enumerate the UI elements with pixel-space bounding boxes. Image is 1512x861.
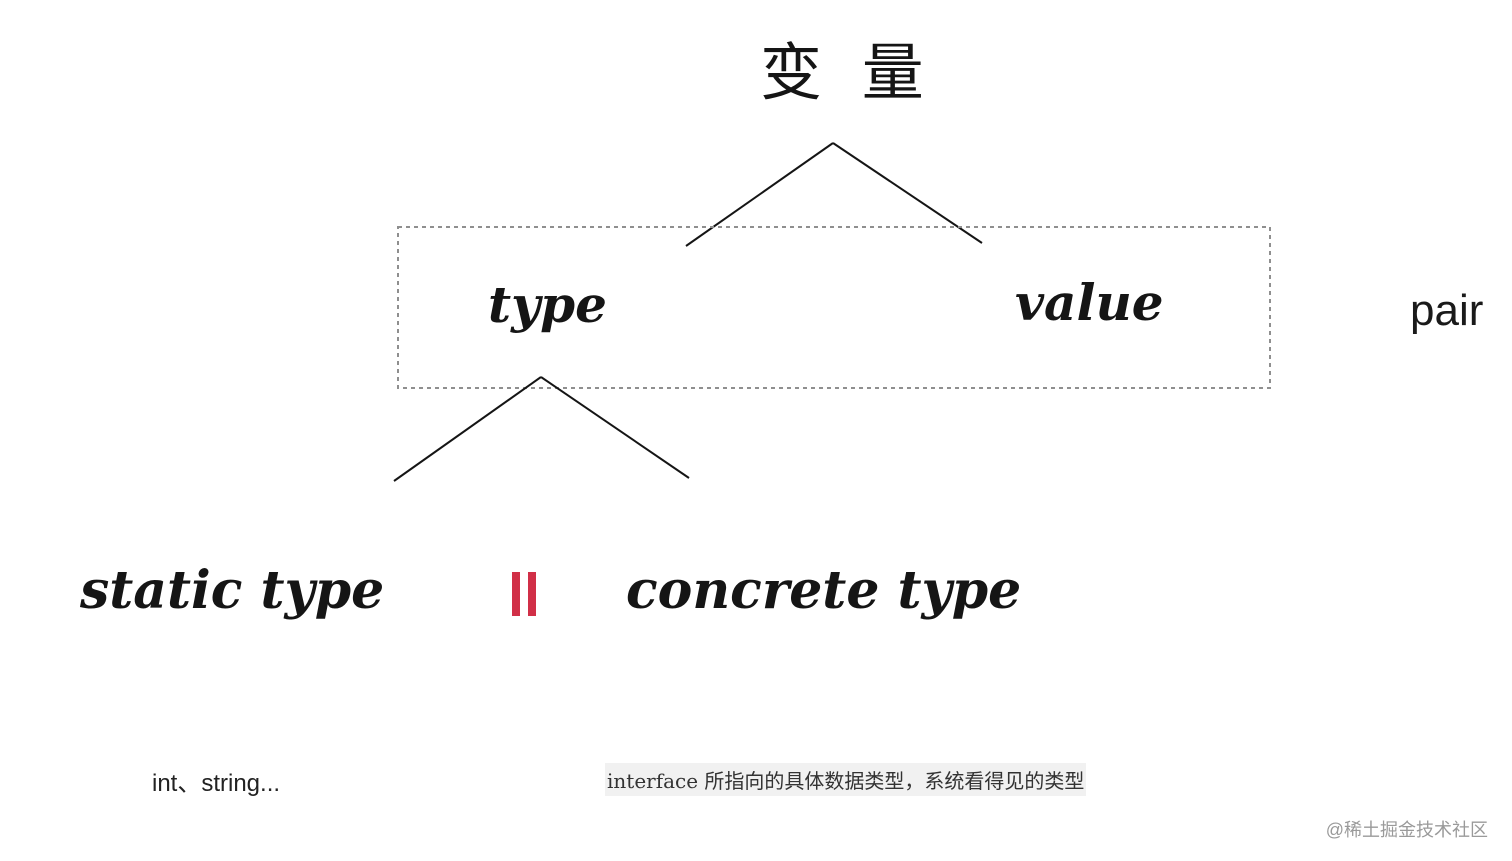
concrete-type-description: interface 所指向的具体数据类型，系统看得见的类型 (605, 763, 1087, 796)
concrete-type-node: concrete type (626, 560, 1022, 621)
title-to-type-connector (685, 142, 834, 247)
equality-marker (510, 572, 538, 616)
type-to-concrete-connector (540, 376, 690, 479)
equality-bar-left (512, 572, 520, 616)
title-to-value-connector (832, 142, 983, 244)
pair-dashed-box (397, 226, 1271, 389)
equality-bar-right (528, 572, 536, 616)
pair-label: pair (1410, 286, 1484, 335)
value-node: value (1015, 273, 1164, 332)
type-to-static-connector (393, 376, 542, 482)
watermark-text: @稀土掘金技术社区 (1325, 820, 1488, 840)
static-type-node: static type (80, 560, 385, 621)
static-type-examples: int、string... (152, 770, 281, 797)
variable-title: 变 量 (760, 36, 934, 109)
type-node: type (488, 275, 607, 334)
